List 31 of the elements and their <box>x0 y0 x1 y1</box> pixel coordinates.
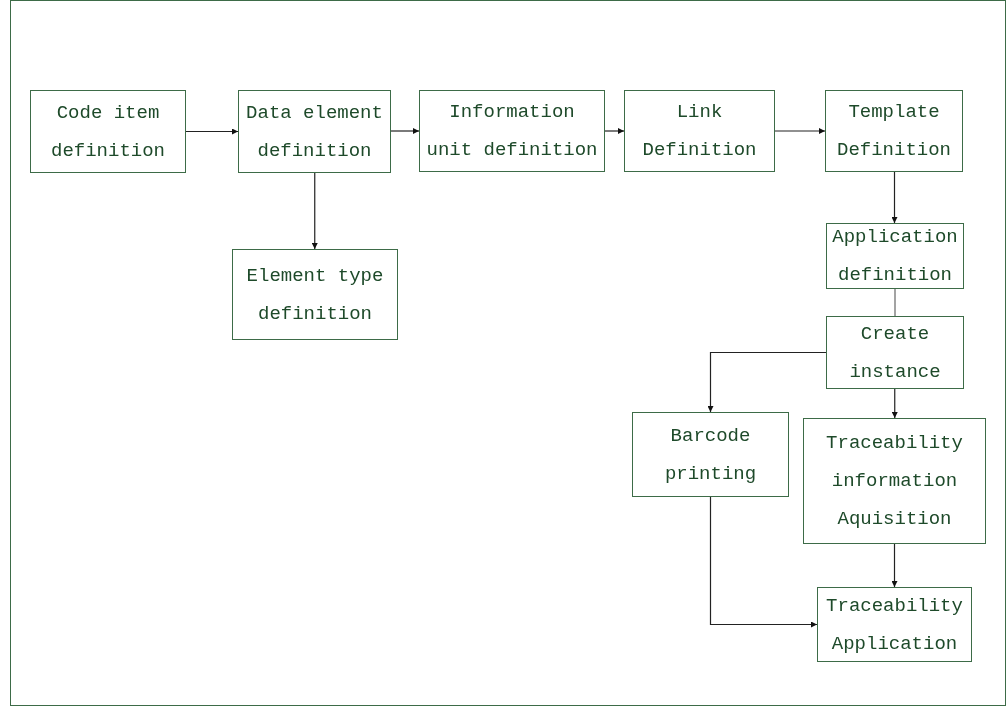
box-label: Traceability information Aquisition <box>825 431 964 532</box>
box-label: Create instance <box>848 321 942 385</box>
box-label: Information unit definition <box>425 100 599 163</box>
arrow <box>390 128 420 134</box>
arrow <box>891 388 898 419</box>
arrow <box>604 128 625 134</box>
arrow <box>891 171 898 224</box>
box-label: Link Definition <box>641 100 758 163</box>
process-box <box>817 587 972 662</box>
box-label: Application definition <box>831 225 959 288</box>
arrow <box>891 543 898 588</box>
box-label: Element type definition <box>245 263 385 327</box>
box-label: Traceability Application <box>825 593 964 657</box>
box-label: Template Definition <box>836 100 952 163</box>
process-box <box>803 418 986 544</box>
process-box <box>825 90 963 172</box>
process-box <box>624 90 775 172</box>
box-label: Code item definition <box>50 100 166 164</box>
process-box <box>419 90 605 172</box>
process-box <box>632 412 789 497</box>
arrow <box>311 172 318 250</box>
arrow <box>185 128 239 135</box>
process-box <box>30 90 186 173</box>
arrow <box>707 351 827 413</box>
process-box <box>826 316 964 389</box>
process-box <box>238 90 391 173</box>
box-label: Data element definition <box>245 100 384 164</box>
arrow <box>709 496 818 628</box>
box-label: Barcode printing <box>663 423 758 487</box>
process-box <box>232 249 398 340</box>
arrow <box>774 128 826 134</box>
